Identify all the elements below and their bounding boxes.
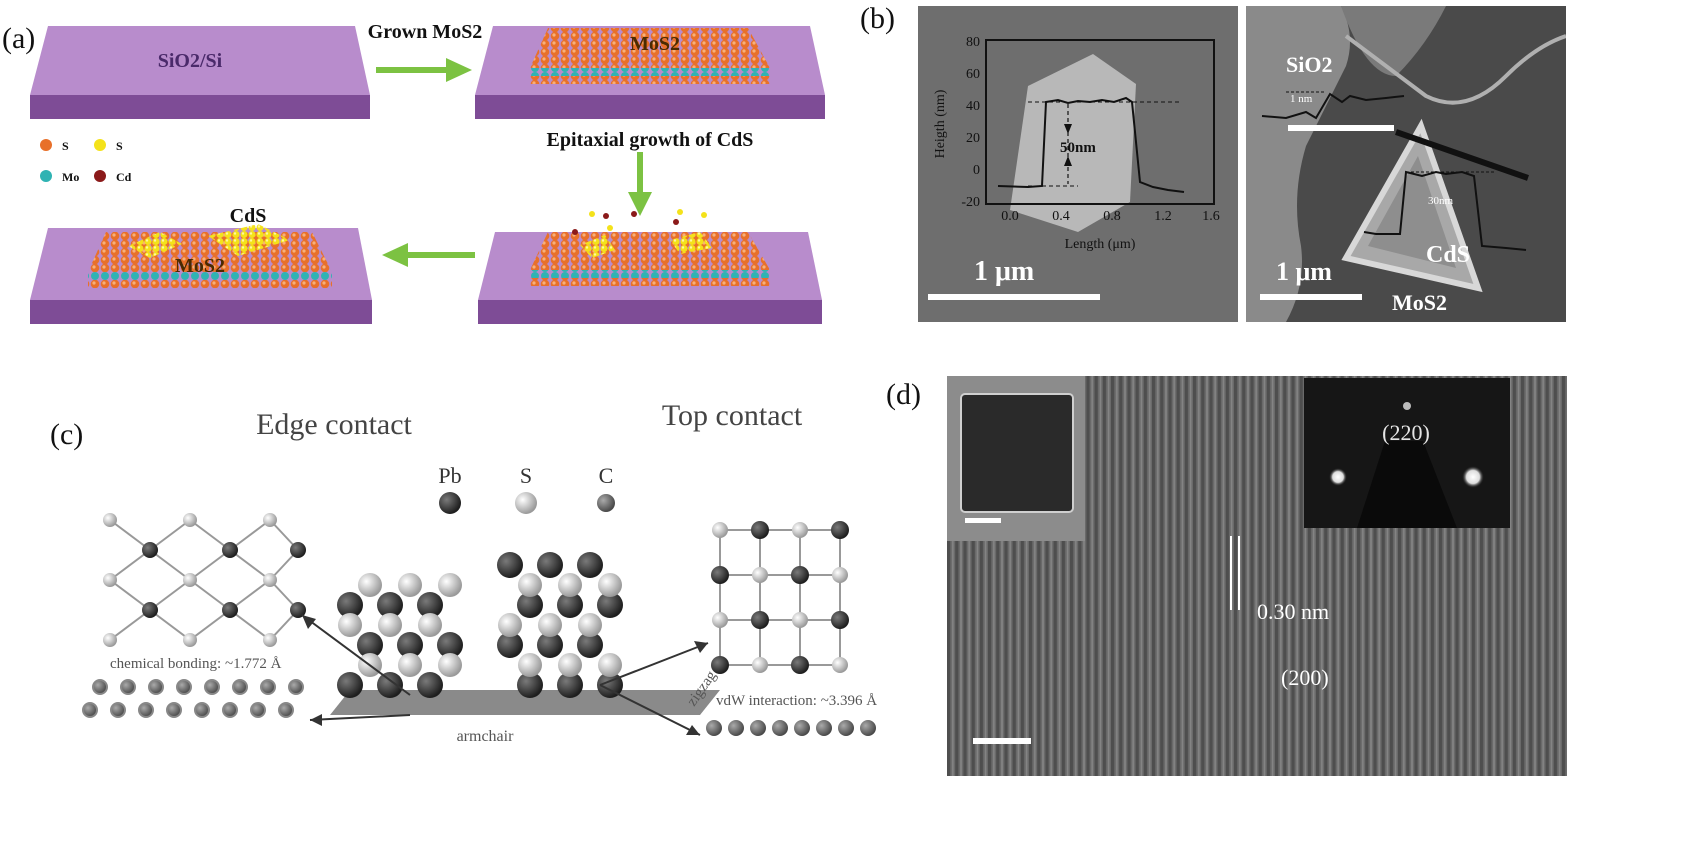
legend-mo-icon: [40, 170, 52, 182]
edge-contact-atoms: [103, 513, 306, 647]
scale-bar-right: [1260, 294, 1362, 300]
x-tick: 0.8: [1103, 209, 1121, 224]
panel-d-hrtem: (220) 0.30 nm (200): [947, 376, 1567, 776]
substrate-label: SiO2/Si: [158, 50, 223, 72]
legend-pb-label: Pb: [438, 463, 461, 488]
arrow-left: [382, 243, 475, 267]
y-tick: 0: [973, 163, 980, 178]
scale-bar-left: [928, 294, 1100, 300]
tem-inset-scale-bar: [965, 518, 1001, 523]
y-tick: 60: [966, 67, 980, 82]
mos2-label-final: MoS2: [175, 255, 225, 277]
legend-cd-label: Cd: [116, 170, 132, 184]
legend-s-orange-icon: [40, 139, 52, 151]
legend-cd-icon: [94, 170, 106, 182]
top-contact-atoms: [711, 521, 849, 674]
scale-bar-right-label: 1 μm: [1276, 257, 1332, 286]
armchair-label: armchair: [457, 728, 515, 745]
hrtem-scale-bar: [973, 738, 1031, 744]
step-grown-mos2-label: Grown MoS2: [368, 21, 483, 43]
step-epitaxial-label: Epitaxial growth of CdS: [547, 129, 754, 151]
panel-c-schematic: Edge contact Top contact Pb S C c: [80, 385, 900, 785]
legend-s-label: S: [520, 463, 532, 488]
mos2-label: MoS2: [630, 33, 680, 55]
step-height-label: 50nm: [1060, 140, 1096, 156]
one-nm-label: 1 nm: [1290, 93, 1313, 105]
edge-contact-title: Edge contact: [256, 408, 412, 441]
plane-220-label: (220): [1382, 420, 1430, 445]
legend-s-orange-label: S: [62, 139, 69, 153]
legend-c-icon: [597, 494, 615, 512]
y-tick: 80: [966, 35, 980, 50]
plane-200-label: (200): [1281, 665, 1329, 690]
x-tick: 0.4: [1052, 209, 1070, 224]
x-tick: 1.2: [1154, 209, 1172, 224]
saed-inset: (220): [1304, 378, 1510, 528]
panel-c-legend: Pb S C: [438, 463, 615, 514]
cds-label: CdS: [230, 205, 267, 227]
panel-b-afm-right: 1 nm 30nm SiO2 CdS 1 μm MoS2: [1246, 6, 1566, 322]
legend-mo-label: Mo: [62, 170, 79, 184]
graphene-top: [706, 720, 876, 736]
vdw-interaction-label: vdW interaction: ~3.396 Å: [716, 693, 877, 709]
lattice-spacing-label: 0.30 nm: [1257, 599, 1329, 624]
arrow-to-edge-bottom: [310, 715, 410, 720]
y-tick: -20: [961, 195, 980, 210]
legend-s-yellow-label: S: [116, 139, 123, 153]
y-tick: 20: [966, 131, 980, 146]
tem-inset: [947, 376, 1085, 541]
chemical-bonding-label: chemical bonding: ~1.772 Å: [110, 656, 282, 672]
legend-c-label: C: [599, 463, 614, 488]
panel-a-schematic: SiO2/Si Grown MoS2 MoS2 Epitaxial growth…: [0, 0, 850, 340]
panel-b-afm-left: 80 60 40 20 0 -20 0.0 0.4 0.8 1.2 1.6 Le…: [918, 6, 1238, 322]
top-contact-title: Top contact: [662, 399, 803, 432]
x-tick: 0.0: [1001, 209, 1019, 224]
top-contact-lattice: [720, 530, 840, 665]
arrow-down: [628, 152, 652, 216]
legend-pb-icon: [439, 492, 461, 514]
substrate-sio2-si: [30, 26, 370, 119]
sio2-label: SiO2: [1286, 52, 1332, 77]
panel-a-legend: S S Mo Cd: [40, 139, 132, 184]
pbs-crystal-block: [330, 552, 720, 715]
y-tick: 40: [966, 99, 980, 114]
mos2-label-afm: MoS2: [1392, 290, 1447, 315]
y-axis-label: Heigth (nm): [933, 89, 948, 158]
arrow-right: [376, 58, 472, 82]
x-axis-label: Length (μm): [1065, 237, 1136, 252]
legend-s-icon: [515, 492, 537, 514]
cds-label-afm: CdS: [1426, 242, 1470, 268]
scale-bar-left-label: 1 μm: [974, 256, 1034, 287]
white-bar-upper: [1288, 125, 1394, 131]
panel-c-label: (c): [50, 418, 83, 452]
thirty-nm-label: 30nm: [1428, 195, 1454, 207]
panel-b-label: (b): [860, 2, 895, 36]
graphene-edge: [83, 680, 303, 717]
legend-s-yellow-icon: [94, 139, 106, 151]
x-tick: 1.6: [1202, 209, 1220, 224]
substrate-during-cds-growth: [478, 209, 822, 324]
